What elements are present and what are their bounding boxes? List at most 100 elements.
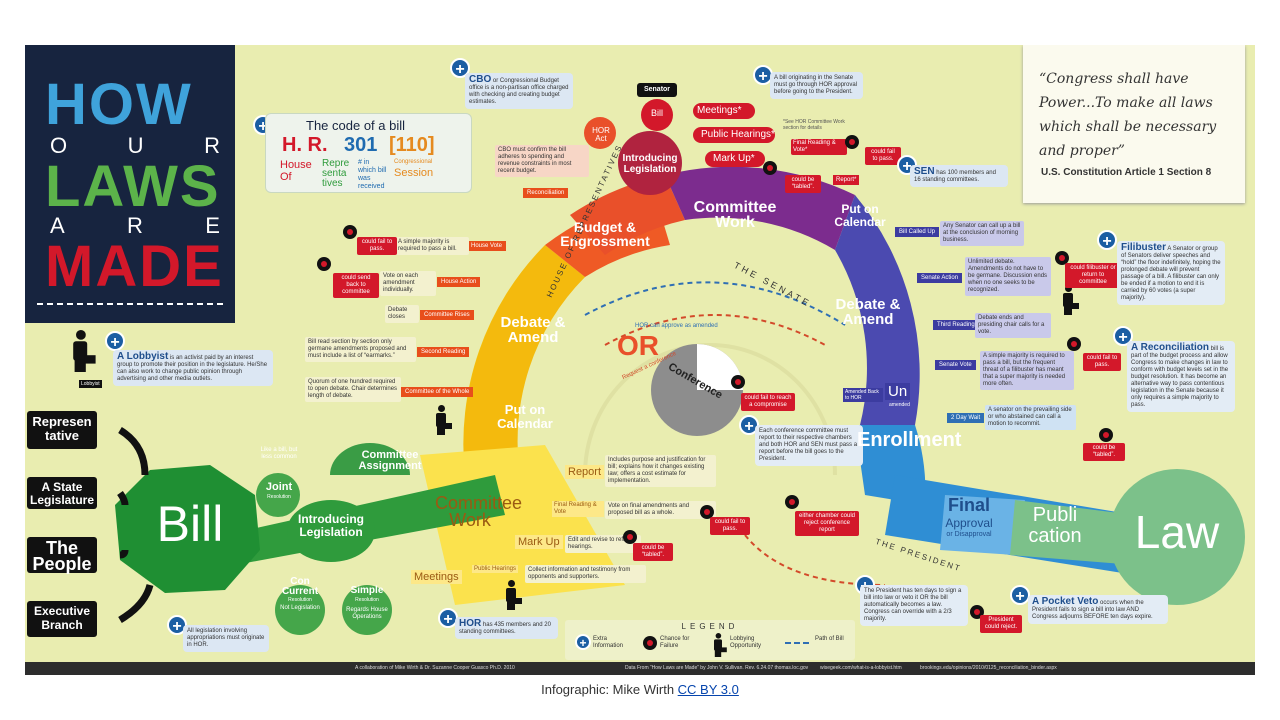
senate-debate-label: Debate & Amend — [835, 296, 901, 328]
senate-calendar-label: Put on Calendar — [834, 202, 886, 229]
senate-markup: Mark Up* — [713, 153, 755, 164]
committee-whole-note: Quorum of one hundred required to open d… — [305, 377, 401, 402]
house-committee-label: Committee Work — [435, 493, 523, 530]
publication-band — [1010, 500, 1135, 565]
source-executive-branch: Executive Branch — [27, 601, 97, 637]
joint-label: Joint — [265, 481, 293, 493]
senate-could-be-tabled: could be “tabled”. — [785, 175, 821, 193]
lobbying-opportunity-icon — [503, 580, 522, 610]
bomb-icon — [1055, 251, 1069, 265]
approve-as-amended: HOR can approve as amended — [635, 323, 718, 329]
bill-called-note: Any Senator can call up a bill at the co… — [940, 221, 1024, 246]
lobbying-opportunity-icon — [1060, 285, 1079, 315]
title-our-3: R — [204, 133, 220, 158]
house-public-hearings: Public Hearings — [472, 565, 519, 573]
title-our-1: O — [50, 133, 68, 158]
bomb-icon — [1067, 337, 1081, 351]
code-session: Session — [394, 167, 434, 179]
cbo-info: CBO or Congressional Budget office is a … — [465, 73, 573, 109]
legend-lobbyist-icon — [712, 633, 727, 657]
budget-band — [570, 175, 685, 255]
or-label: OR — [617, 330, 659, 361]
code-hr: H. R. — [282, 134, 328, 156]
markup-pill — [705, 151, 765, 167]
bomb-icon — [343, 225, 357, 239]
amended-back-to-hor: Amended Back to HOR — [843, 388, 883, 402]
committee-assignment-dome — [330, 443, 410, 475]
legend-extra-info: Extra Information — [593, 636, 624, 649]
quote-source: U.S. Constitution Article 1 Section 8 — [1041, 167, 1212, 178]
concurrent-circle — [275, 585, 325, 635]
title-how: HOW — [45, 72, 193, 137]
reconciliation-info: A Reconciliation bill is part of the bud… — [1127, 341, 1235, 412]
senate-intro-circle — [618, 131, 682, 195]
legend-plus-icon: + — [575, 634, 591, 650]
house-vote-note: A simple majority is required to pass a … — [395, 237, 469, 255]
committee-rises: Committee Rises — [420, 310, 474, 320]
final-approval-band — [940, 495, 1025, 555]
house-debate-label: Debate & Amend — [500, 314, 566, 346]
house-markup: Mark Up — [515, 535, 563, 549]
image-caption: Infographic: Mike Wirth CC BY 3.0 — [0, 682, 1280, 697]
hor-act-circle — [584, 117, 616, 149]
cbo-lead: CBO — [469, 74, 492, 85]
hor-info-text: has 435 members and 20 standing committe… — [459, 622, 551, 635]
house-intro-label: Introducing Legislation — [298, 512, 364, 539]
conference-note: Each conference committee must report to… — [755, 425, 863, 466]
third-reading: Third Reading — [933, 320, 979, 330]
bomb-icon — [1099, 428, 1113, 442]
house-meetings: Meetings — [411, 570, 462, 584]
hor-info: HOR has 435 members and 20 standing comm… — [455, 617, 558, 639]
unamended-sub: amended — [889, 402, 910, 408]
license-link[interactable]: CC BY 3.0 — [677, 682, 739, 697]
second-reading-note: Bill read section by section only german… — [305, 337, 416, 362]
filibuster-lead: Filibuster — [1121, 242, 1167, 253]
title-our-2: U — [127, 133, 144, 158]
meetings-pill — [693, 103, 755, 119]
senate-intro-label: Introducing Legislation — [622, 153, 678, 175]
senate-action-note: Unlimited debate. Amendments do not have… — [965, 257, 1051, 296]
connector-3 — [119, 549, 129, 559]
senate-bill-circle — [641, 99, 673, 131]
law-circle — [1109, 469, 1245, 605]
final-disapproval: or Disapproval — [946, 531, 992, 538]
inner-ring — [583, 343, 837, 476]
constitution-quote: “Congress shall have Power...To make all… — [1023, 45, 1245, 203]
credits-strip: A collaboration of Mike Wirth & Dr. Suza… — [25, 662, 1255, 675]
president-could-reject: President could reject. — [980, 615, 1022, 633]
senate-hearings: Public Hearings* — [701, 129, 775, 140]
bomb-icon — [317, 257, 331, 271]
bomb-icon — [763, 161, 777, 175]
senate-committee-label: Committee Work — [693, 199, 777, 231]
unamended-label: Un — [885, 383, 911, 400]
caption-text: Infographic: Mike Wirth — [541, 682, 678, 697]
house-could-fail: could fail to pass. — [710, 517, 750, 535]
hor-act-label: HOR Act — [592, 126, 610, 143]
legend-path-of-bill: Path of Bill — [815, 636, 844, 642]
bomb-icon — [785, 495, 799, 509]
house-vote: House Vote — [467, 241, 507, 251]
lobbying-opportunity-icon — [433, 405, 452, 435]
credit-mid: Data From “How Laws are Made” by John V.… — [625, 665, 809, 671]
filibuster-tag: could filibuster or return to committee — [1065, 263, 1121, 288]
joint-sub: Resolution — [267, 494, 291, 500]
simple-sub: Resolution — [355, 597, 379, 603]
legend: LEGEND + Extra Information Chance for Fa… — [565, 620, 855, 660]
reconciliation-note: CBO must confirm the bill adheres to spe… — [495, 145, 589, 177]
title-are-3: E — [205, 213, 220, 238]
code-heading: The code of a bill — [306, 118, 406, 133]
legend-path-icon — [785, 642, 809, 644]
source-state-legislature: A State Legislature — [27, 477, 97, 509]
info-plus-icon: + — [105, 331, 125, 351]
senate-meetings: Meetings* — [697, 105, 742, 116]
code-congress: Congressional — [394, 159, 433, 165]
house-final-reading: Final Reading & Vote — [552, 501, 604, 517]
source-the-people: The People — [27, 537, 97, 573]
path-of-bill-1 — [584, 281, 846, 326]
bomb-icon — [731, 375, 745, 389]
connector-2 — [117, 490, 129, 506]
code-session-number: [110] — [389, 134, 435, 156]
concurrent-note: Not Legislation — [280, 605, 320, 611]
code-of-bill-box: The code of a bill H. R. 301 [110] House… — [265, 113, 472, 193]
